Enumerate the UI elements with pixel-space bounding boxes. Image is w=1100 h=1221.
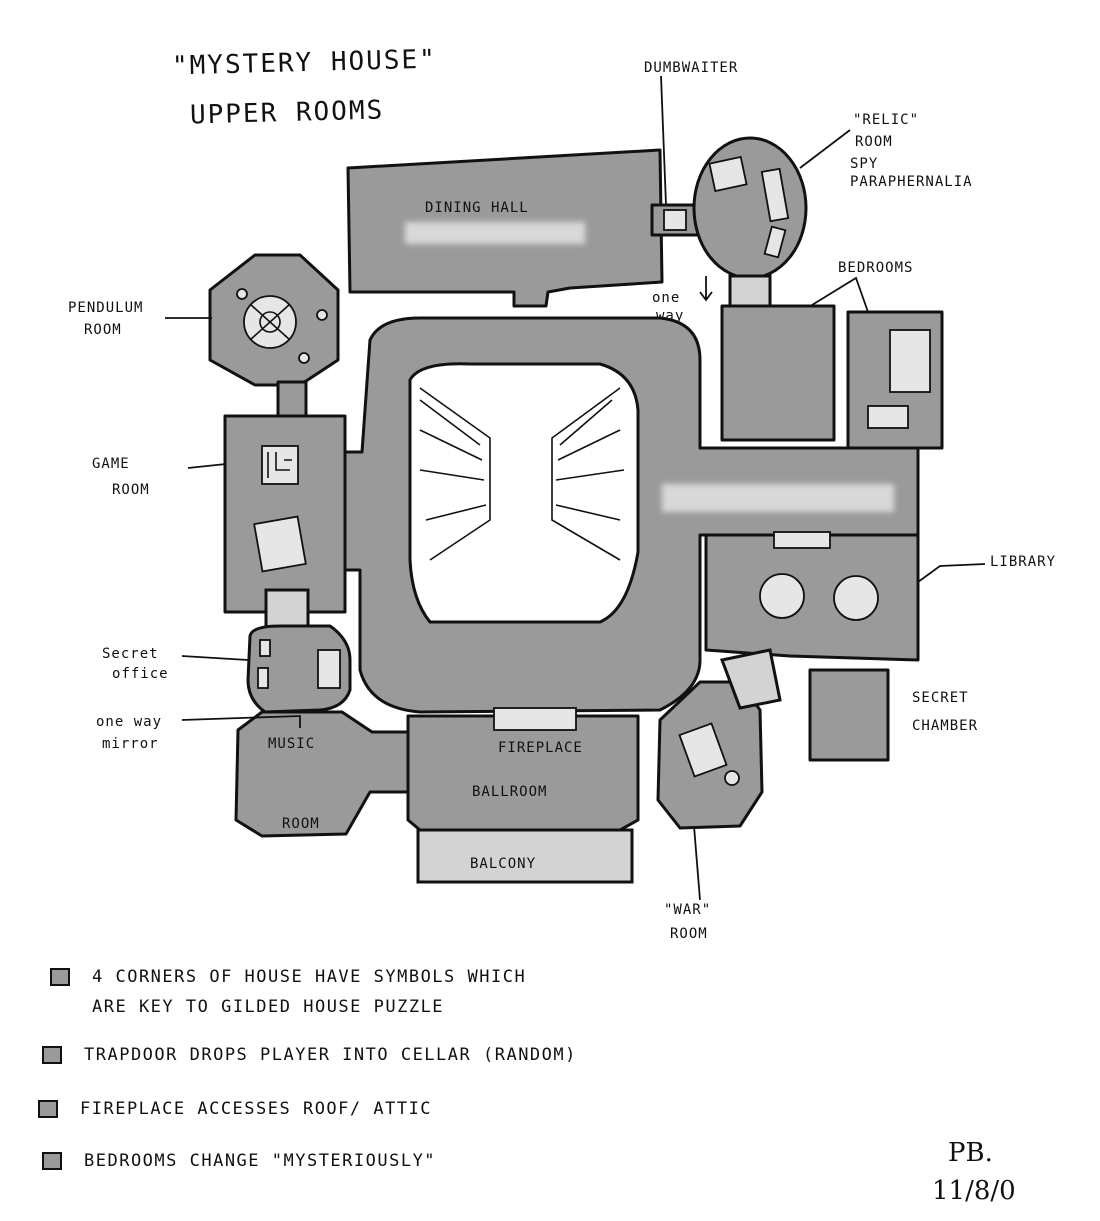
note-text: TRAPDOOR DROPS PLAYER INTO CELLAR (RANDO… [84,1045,577,1065]
library: LIBRARY [704,531,1056,662]
one-way-mirror-label-2: mirror [102,736,159,752]
central-hall [343,316,920,714]
pendulum-room-label-2: ROOM [84,322,122,338]
game-room: GAME ROOM [92,414,372,630]
war-room: "WAR" ROOM [656,648,782,942]
music-room: MUSIC ROOM one way mirror [96,710,410,838]
dining-hall: DINING HALL [346,148,664,308]
note-text: 4 CORNERS OF HOUSE HAVE SYMBOLS WHICH AR… [92,967,527,1017]
dumbwaiter-label: DUMBWAITER [644,60,738,76]
note-text: FIREPLACE ACCESSES ROOF/ ATTIC [80,1099,433,1119]
note-item: TRAPDOOR DROPS PLAYER INTO CELLAR (RANDO… [42,1040,577,1070]
note-bullet [50,968,70,986]
secret-chamber-label: SECRET [912,690,969,706]
fireplace-label: FIREPLACE [498,740,583,756]
dumbwaiter: DUMBWAITER [644,60,738,237]
library-label: LIBRARY [990,554,1056,570]
bedrooms-label: BEDROOMS [838,260,913,276]
pendulum-room: PENDULUM ROOM [68,253,340,418]
signature-date: 11/8/0 [932,1176,1016,1206]
music-room-label: MUSIC [268,736,315,752]
note-text: BEDROOMS CHANGE "MYSTERIOUSLY" [84,1151,437,1171]
secret-chamber-label-2: CHAMBER [912,718,978,734]
balcony [416,828,634,884]
relic-room: "RELIC" ROOM SPY PARAPHERNALIA [692,112,973,314]
one-way-label: one [652,290,680,306]
game-room-label-2: ROOM [112,482,150,498]
war-room-label-2: ROOM [670,926,708,942]
secret-chamber: SECRET CHAMBER [808,668,978,762]
relic-room-label-2: ROOM [855,134,893,150]
signature-initials: PB. [948,1138,993,1168]
dining-hall-label: DINING HALL [425,200,529,216]
paraphernalia-label: PARAPHERNALIA [850,174,973,190]
spy-label: SPY [850,156,878,172]
game-room-label: GAME [92,456,130,472]
ballroom-label: BALLROOM [472,784,547,800]
one-way-mirror-label: one way [96,714,162,730]
relic-room-label: "RELIC" [853,112,919,128]
bedrooms: BEDROOMS one way [652,260,944,450]
secret-office-label: Secret [102,646,159,662]
note-bullet [38,1100,58,1118]
note-item: 4 CORNERS OF HOUSE HAVE SYMBOLS WHICH AR… [50,962,526,1022]
pendulum-room-label: PENDULUM [68,300,143,316]
ballroom: FIREPLACE BALLROOM BALCONY [406,707,640,884]
note-bullet [42,1046,62,1064]
war-room-label: "WAR" [664,902,711,918]
note-bullet [42,1152,62,1170]
balcony-label: BALCONY [470,856,536,872]
secret-office-label-2: office [112,666,169,682]
secret-office: Secret office [102,624,352,714]
note-item: BEDROOMS CHANGE "MYSTERIOUSLY" [42,1146,436,1176]
note-item: FIREPLACE ACCESSES ROOF/ ATTIC [38,1094,432,1124]
music-room-label-2: ROOM [282,816,320,832]
